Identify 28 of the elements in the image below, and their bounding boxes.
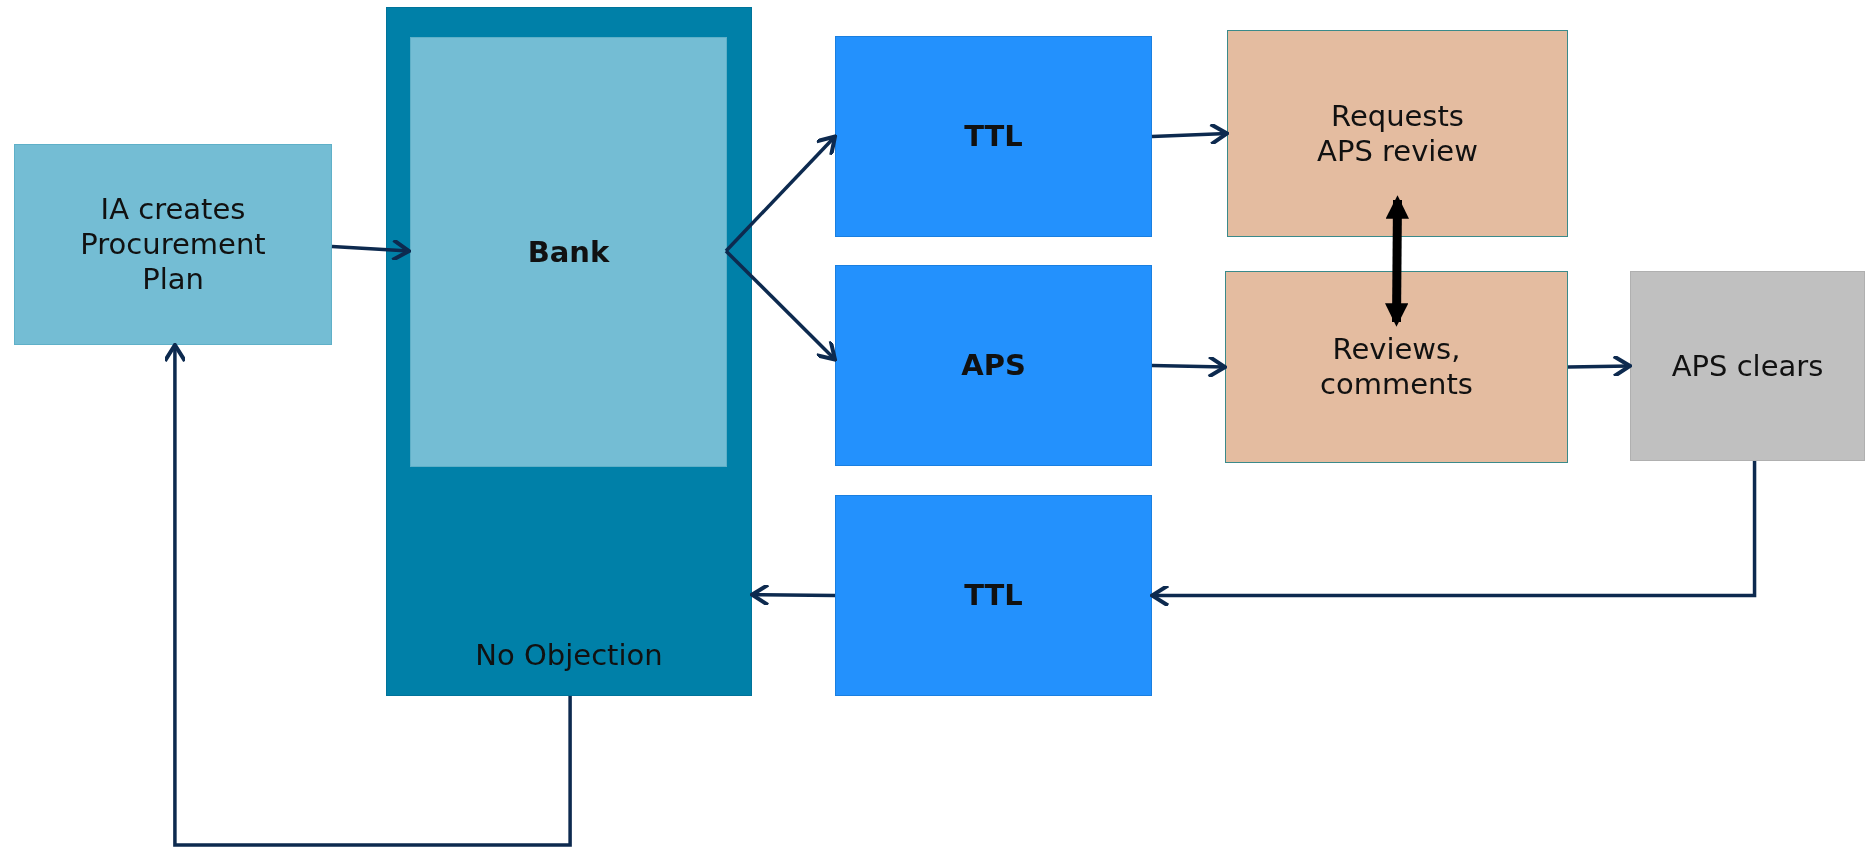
arrow — [331, 238, 411, 263]
role-box — [835, 36, 1152, 237]
result-box — [1630, 271, 1865, 461]
arrow — [1151, 122, 1229, 147]
role-box — [835, 265, 1152, 466]
node-label: TTL — [964, 119, 1023, 154]
arrow — [724, 134, 837, 253]
node-label: Requests APS review — [1316, 98, 1479, 169]
arrow — [724, 249, 837, 362]
node-label: Reviews, comments — [1319, 332, 1474, 402]
container-panel — [386, 7, 752, 696]
arrow — [750, 582, 835, 607]
arrow — [1567, 354, 1632, 379]
role-box — [835, 495, 1152, 696]
arrow — [162, 343, 572, 847]
arrow — [1150, 461, 1757, 608]
process-box — [14, 144, 332, 345]
node-label: APS — [961, 348, 1026, 383]
node-label: APS clears — [1671, 348, 1824, 384]
node-label: Bank — [527, 234, 610, 270]
node-label: TTL — [964, 578, 1023, 613]
process-box — [1225, 271, 1568, 463]
process-box — [1227, 30, 1568, 237]
arrow — [1151, 354, 1227, 379]
node-label: No Objection — [475, 638, 663, 673]
process-box — [410, 37, 727, 467]
arrow — [1384, 195, 1410, 327]
node-label: IA creates Procurement Plan — [79, 192, 267, 297]
